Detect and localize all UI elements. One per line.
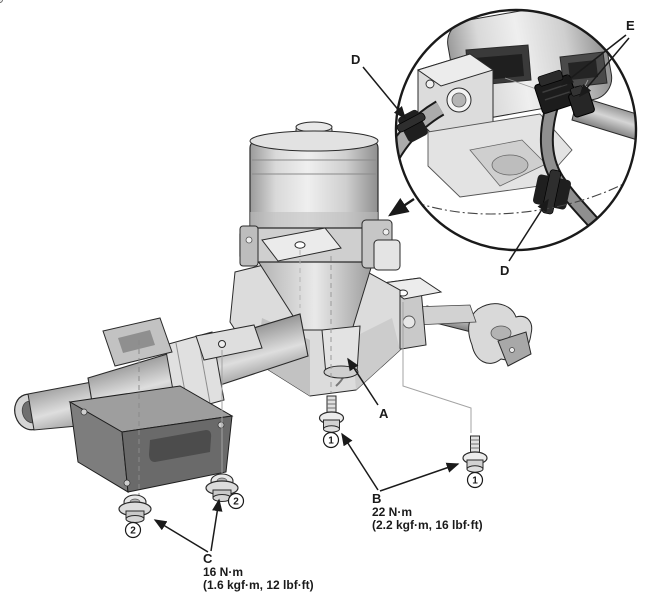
axis-bolt2	[402, 302, 472, 433]
arrow-a	[347, 357, 379, 406]
column-lower-stub	[321, 325, 361, 379]
arrow-e-2	[579, 37, 630, 98]
arrow-b-right	[379, 462, 460, 492]
stud-plate	[195, 324, 263, 361]
flange-bolt-1	[318, 395, 345, 433]
detail-inset	[394, 8, 638, 252]
callout-nut-2b-number: 2	[233, 497, 239, 508]
torque-b-detail: (2.2 kgf·m, 16 lbf·ft)	[372, 518, 483, 532]
callout-bolt-1b: 1	[466, 471, 484, 489]
arrow-b-left	[341, 432, 379, 491]
flange-bolt-2	[462, 435, 488, 473]
arrow-e-1	[560, 34, 627, 86]
label-a: A	[379, 406, 389, 421]
flange-nut-1	[118, 494, 152, 523]
label-d-lower: D	[500, 263, 509, 278]
label-c: C	[203, 551, 213, 566]
left-plate-bolt-hole	[294, 241, 306, 249]
inset-centerline	[397, 173, 636, 215]
flange-nut-2	[205, 473, 239, 502]
weld-stud	[218, 340, 226, 348]
callout-nut-2a: 2	[124, 521, 142, 539]
label-e: E	[626, 18, 635, 33]
callout-nut-2a-number: 2	[130, 526, 136, 537]
eps-motor	[239, 121, 401, 331]
intermediate-shaft	[0, 0, 533, 367]
torque-c-detail: (1.6 kgf·m, 12 lbf·ft)	[203, 578, 314, 592]
upper-left-bracket	[102, 317, 173, 367]
torque-b-value: 22 N·m	[372, 505, 412, 519]
arrow-d-upper	[362, 66, 406, 120]
ecu-recess	[149, 430, 212, 462]
arrow-d-lower	[508, 198, 549, 262]
arrow-c-left	[153, 519, 209, 553]
torque-c-value: 16 N·m	[203, 565, 243, 579]
arrow-c-up	[210, 498, 223, 552]
left-mount-plate	[261, 227, 342, 262]
callout-nut-2b: 2	[227, 492, 245, 510]
callout-bolt-1a: 1	[322, 431, 340, 449]
callout-bolt-1b-number: 1	[472, 476, 478, 487]
inset-pointer-arrow	[388, 198, 415, 217]
label-d-upper: D	[351, 52, 360, 67]
eps-control-unit	[68, 385, 234, 493]
callout-bolt-1a-number: 1	[328, 436, 334, 447]
label-b: B	[372, 491, 381, 506]
